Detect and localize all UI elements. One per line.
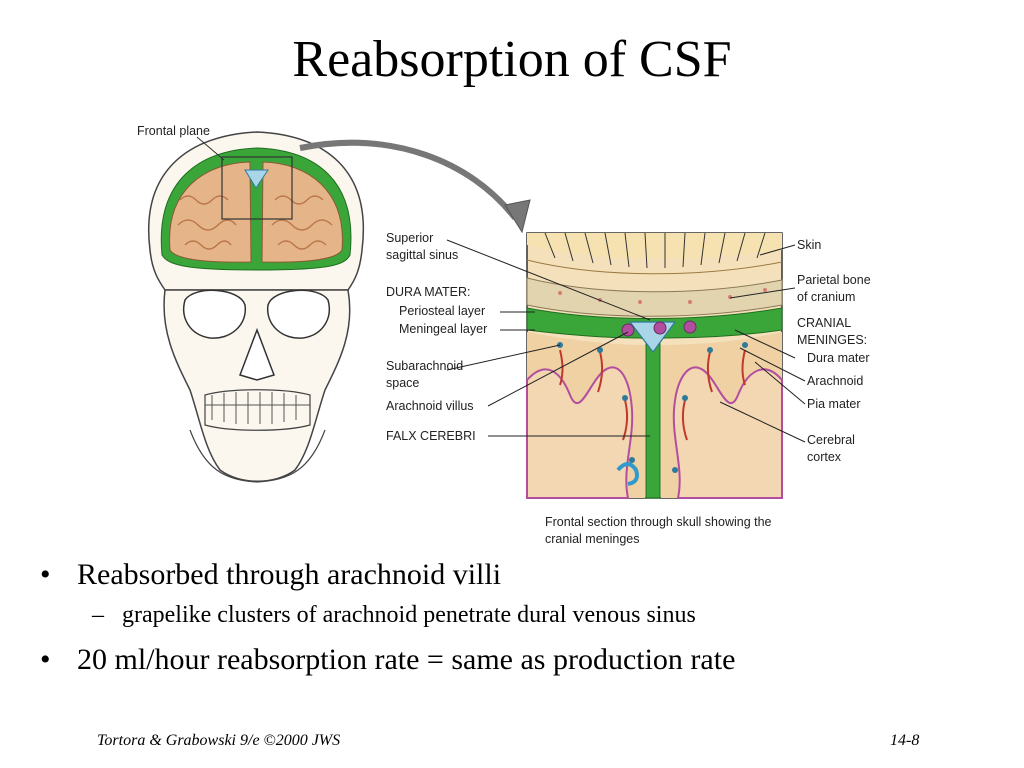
frontal-section-detail <box>526 232 783 499</box>
sub-bullet-item: – grapelike clusters of arachnoid penetr… <box>40 602 1000 629</box>
leader-lines <box>446 239 806 443</box>
label-periosteal-layer: Periosteal layer <box>399 304 486 318</box>
label-superior-sagittal-sinus: Superior sagittal sinus <box>386 231 459 262</box>
label-pia-mater: Pia mater <box>807 397 861 411</box>
bullet-item: • Reabsorbed through arachnoid villi <box>40 558 1000 592</box>
footer-slide-number: 14-8 <box>890 732 920 749</box>
bullet-text: Reabsorbed through arachnoid villi <box>77 558 502 591</box>
figure-caption: Frontal section through skull showing th… <box>545 515 772 546</box>
meninges-diagram <box>148 131 806 499</box>
sub-bullet-dash: – <box>92 602 104 628</box>
label-meningeal-layer: Meningeal layer <box>399 322 488 336</box>
bullet-dot: • <box>40 643 51 676</box>
bullet-text: 20 ml/hour reabsorption rate = same as p… <box>77 643 736 676</box>
label-arachnoid: Arachnoid <box>807 374 864 388</box>
bullet-list: • Reabsorbed through arachnoid villi – g… <box>40 558 1000 687</box>
label-arachnoid-villus: Arachnoid villus <box>386 399 474 413</box>
label-cranial-meninges-heading: CRANIAL MENINGES: <box>797 316 868 347</box>
label-cerebral-cortex: Cerebral cortex <box>807 433 855 464</box>
label-frontal-plane: Frontal plane <box>137 124 210 138</box>
footer-citation: Tortora & Grabowski 9/e ©2000 JWS <box>97 732 341 749</box>
sub-bullet-text: grapelike clusters of arachnoid penetrat… <box>122 602 696 628</box>
label-skin: Skin <box>797 238 822 252</box>
slide-title: Reabsorption of CSF <box>292 31 732 88</box>
label-subarachnoid-space: Subarachnoid space <box>386 359 464 390</box>
bullet-dot: • <box>40 558 51 591</box>
bullet-item: • 20 ml/hour reabsorption rate = same as… <box>40 643 1000 677</box>
zoom-arrow <box>299 139 518 220</box>
label-dura-mater: Dura mater <box>807 351 870 365</box>
skull-illustration <box>148 131 365 483</box>
label-parietal-bone: Parietal bone of cranium <box>797 273 871 304</box>
label-dura-mater-heading: DURA MATER: <box>386 285 471 299</box>
label-falx-cerebri: FALX CEREBRI <box>386 429 476 443</box>
